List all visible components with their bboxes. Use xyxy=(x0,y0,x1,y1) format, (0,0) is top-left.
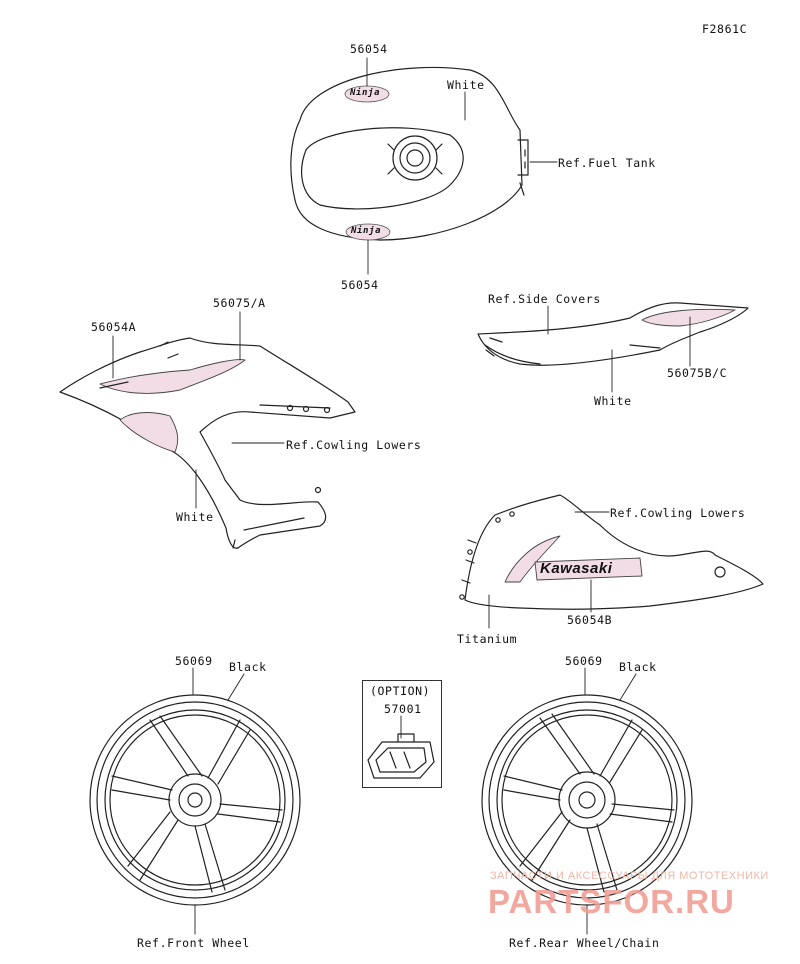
tank-ref-label[interactable]: Ref.Fuel Tank xyxy=(558,156,656,170)
tank-part-bottom-label[interactable]: 56054 xyxy=(341,278,379,292)
cowling-lower-color-label: Titanium xyxy=(457,632,518,646)
cowling-upper-part-a-label[interactable]: 56054A xyxy=(91,320,137,334)
side-cover-ref-label[interactable]: Ref.Side Covers xyxy=(488,292,601,306)
cowling-lower-ref-label[interactable]: Ref.Cowling Lowers xyxy=(610,506,746,520)
watermark-tagline: ЗАПЧАСТИ И АКСЕССУАРЫ ДЛЯ МОТОТЕХНИКИ xyxy=(490,870,769,882)
rear-spokes xyxy=(503,713,675,893)
cowling-lower-logo: Kawasaki xyxy=(540,560,613,577)
rear-wheel-ref-label[interactable]: Ref.Rear Wheel/Chain xyxy=(509,936,660,950)
side-cover-part-label[interactable]: 56075B/C xyxy=(667,366,728,380)
tank-logo-top: Ninja xyxy=(350,88,381,98)
front-spokes xyxy=(111,715,283,893)
tank-leaders xyxy=(366,57,558,275)
fuel-tank xyxy=(290,66,529,241)
front-wheel-leaders xyxy=(192,667,245,935)
cowling-lower-leaders xyxy=(488,511,610,629)
option-part-label[interactable]: 57001 xyxy=(384,702,422,716)
tank-color-label: White xyxy=(447,78,485,92)
rear-wheel-leaders xyxy=(584,667,637,935)
tank-logo-bottom: Ninja xyxy=(351,226,382,236)
side-cover xyxy=(477,302,749,366)
front-wheel-part-label[interactable]: 56069 xyxy=(175,654,213,668)
cowling-upper xyxy=(59,337,356,549)
side-cover-color-label: White xyxy=(594,394,632,408)
front-wheel-color-label: Black xyxy=(229,660,267,674)
cowling-upper-ref-label[interactable]: Ref.Cowling Lowers xyxy=(286,438,422,452)
rear-wheel xyxy=(481,694,693,906)
front-wheel xyxy=(89,694,301,906)
front-wheel-ref-label[interactable]: Ref.Front Wheel xyxy=(137,936,250,950)
cowling-upper-color-label: White xyxy=(176,510,214,524)
cowling-upper-part-b-label[interactable]: 56075/A xyxy=(213,296,266,310)
rear-wheel-color-label: Black xyxy=(619,660,657,674)
side-cover-leaders xyxy=(547,305,691,393)
option-box xyxy=(362,680,442,788)
cowling-lower-part-label[interactable]: 56054B xyxy=(567,613,613,627)
option-header-label: (OPTION) xyxy=(370,684,431,698)
cowling-lower xyxy=(459,494,764,610)
rear-wheel-part-label[interactable]: 56069 xyxy=(565,654,603,668)
watermark-logo: PARTSFOR.RU xyxy=(488,883,735,920)
cowling-upper-leaders xyxy=(112,311,285,509)
option-grip-pad xyxy=(367,733,435,779)
figure-code: F2861C xyxy=(702,22,748,36)
tank-part-top-label[interactable]: 56054 xyxy=(350,42,388,56)
